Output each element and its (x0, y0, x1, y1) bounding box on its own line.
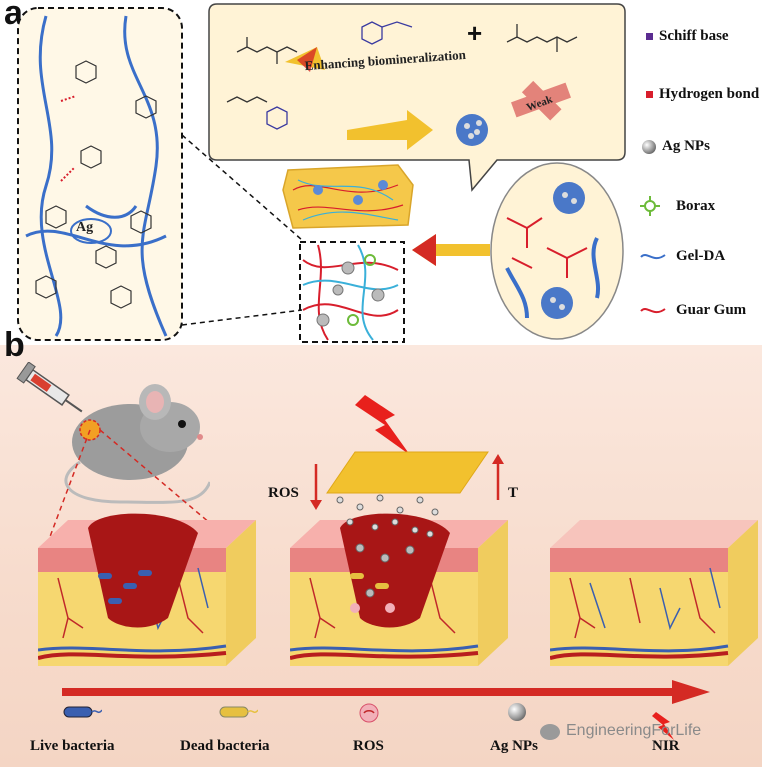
ag-np-icon (508, 703, 526, 721)
nir-lightning-icon (355, 395, 410, 455)
legend-ag-nps: Ag NPs (490, 738, 538, 754)
square-marker-icon (646, 91, 653, 98)
ag-label: Ag (76, 220, 93, 235)
nanoparticle-icon (642, 140, 656, 154)
wound-zoom-lines (44, 429, 231, 551)
legend-nir: NIR (652, 738, 680, 754)
legend-live-bacteria: Live bacteria (30, 738, 115, 754)
mouse-illustration (64, 384, 210, 504)
ag-particles-falling (336, 494, 439, 538)
wechat-logo-icon (540, 724, 560, 740)
gold-plate (326, 451, 489, 494)
red-wave-icon (640, 308, 666, 314)
zoom-connectors (181, 134, 303, 326)
timeline-arrow (62, 680, 710, 704)
borax-icon (640, 196, 660, 216)
legend-label: Ag NPs (662, 138, 710, 154)
legend-label: Guar Gum (676, 302, 747, 318)
svg-text:+: + (467, 18, 482, 48)
skin-block-healed (550, 520, 758, 666)
syringe-icon (16, 362, 83, 413)
legend-dead-bacteria: Dead bacteria (180, 738, 270, 754)
ros-label: ROS (268, 485, 299, 501)
temperature-up-arrow-icon (492, 454, 504, 500)
ros-icon (359, 703, 379, 723)
square-marker-icon (646, 33, 653, 40)
legend-label: Gel-DA (676, 248, 726, 264)
legend-panel-a: Schiff base Hydrogen bond Ag NPs Borax G… (640, 28, 760, 328)
guar-gum-zoom (490, 162, 624, 340)
arrow-to-network (412, 234, 490, 266)
molecular-network-zoom: Ag (17, 7, 183, 341)
ros-down-arrow-icon (310, 464, 322, 510)
nir-lightning-small-icon (652, 712, 674, 740)
live-bacteria-icon (63, 706, 102, 718)
dead-bacteria-icon (219, 706, 258, 718)
network-square (299, 241, 405, 343)
panel-label-a: a (4, 0, 23, 32)
legend-label: Borax (676, 198, 716, 214)
skin-block-infected (38, 513, 256, 666)
legend-ros: ROS (353, 738, 384, 754)
hydrogel-slab (282, 164, 414, 229)
blue-wave-icon (640, 254, 666, 260)
watermark-text: EngineeringForLife (566, 722, 702, 739)
panel-label-b: b (4, 326, 25, 364)
legend-label: Hydrogen bond (659, 86, 760, 102)
synthesis-bubble: + Weak Enhancing biomineralization (208, 3, 626, 192)
temperature-label: T (508, 485, 519, 501)
skin-block-treatment (290, 513, 508, 666)
legend-label: Schiff base (659, 28, 729, 44)
